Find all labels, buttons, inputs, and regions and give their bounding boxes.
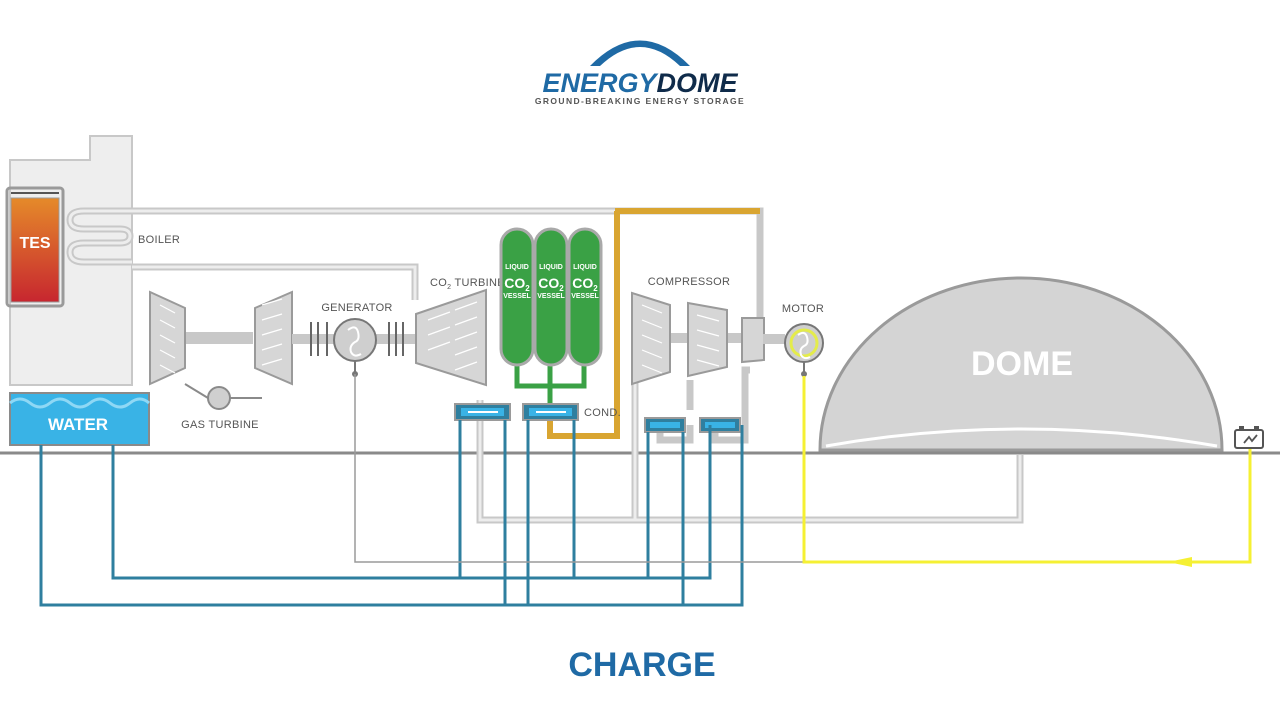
motor: MOTOR	[763, 303, 824, 377]
svg-text:VESSEL: VESSEL	[503, 293, 531, 300]
logo-name: ENERGYDOME	[542, 68, 738, 98]
generator-label: GENERATOR	[321, 302, 392, 314]
heat-exchangers: COND.	[454, 403, 741, 433]
svg-text:VESSEL: VESSEL	[537, 293, 565, 300]
generator-wire	[354, 374, 804, 563]
boiler-label: BOILER	[138, 234, 180, 246]
hx-compressor-1	[644, 417, 686, 433]
compressor-label: COMPRESSOR	[648, 276, 730, 288]
hx-turbine	[454, 403, 511, 421]
svg-text:CO2: CO2	[538, 275, 564, 293]
svg-text:CO2: CO2	[572, 275, 598, 293]
gas-turbine-label: GAS TURBINE	[181, 419, 259, 431]
electric-line	[802, 376, 1252, 567]
tes-label: TES	[19, 235, 50, 252]
condenser-label: COND.	[584, 407, 621, 419]
logo-tagline: GROUND-BREAKING ENERGY STORAGE	[535, 96, 745, 106]
svg-text:VESSEL: VESSEL	[571, 293, 599, 300]
hot-co2-line	[547, 208, 760, 439]
dome: DOME	[818, 276, 1224, 452]
liquid-co2-vessels: LIQUID CO2 VESSEL LIQUID CO2 VESSEL LIQU…	[499, 227, 603, 410]
generator: GENERATOR	[292, 302, 420, 377]
co2-turbine: CO2 TURBINE	[415, 277, 505, 387]
svg-text:CO2: CO2	[504, 275, 530, 293]
hx-condenser	[522, 403, 579, 421]
grid-battery-icon	[1234, 426, 1264, 449]
water-label: WATER	[48, 415, 108, 434]
gas-turbine: GAS TURBINE	[149, 290, 293, 431]
svg-text:LIQUID: LIQUID	[539, 264, 563, 271]
mode-title: CHARGE	[568, 646, 715, 684]
water-tank: WATER	[9, 392, 150, 446]
svg-text:LIQUID: LIQUID	[505, 264, 529, 271]
logo-arc	[590, 40, 690, 66]
water-lines	[39, 420, 744, 607]
compressor: COMPRESSOR	[631, 276, 765, 386]
tes-tank: TES	[5, 186, 65, 308]
motor-label: MOTOR	[782, 303, 824, 315]
hx-compressor-2	[699, 417, 741, 433]
logo-name-dome: DOME	[657, 68, 739, 98]
dome-label: DOME	[971, 345, 1073, 383]
co2-turbine-label: CO2 TURBINE	[430, 277, 505, 291]
svg-text:LIQUID: LIQUID	[573, 264, 597, 271]
brand-logo: ENERGYDOME GROUND-BREAKING ENERGY STORAG…	[535, 40, 745, 106]
logo-name-energy: ENERGY	[542, 68, 659, 98]
vessel-3: LIQUID CO2 VESSEL	[567, 227, 603, 367]
vessel-1: LIQUID CO2 VESSEL	[499, 227, 535, 367]
gas-turbine-combustor	[207, 386, 231, 410]
vessel-2: LIQUID CO2 VESSEL	[533, 227, 569, 367]
